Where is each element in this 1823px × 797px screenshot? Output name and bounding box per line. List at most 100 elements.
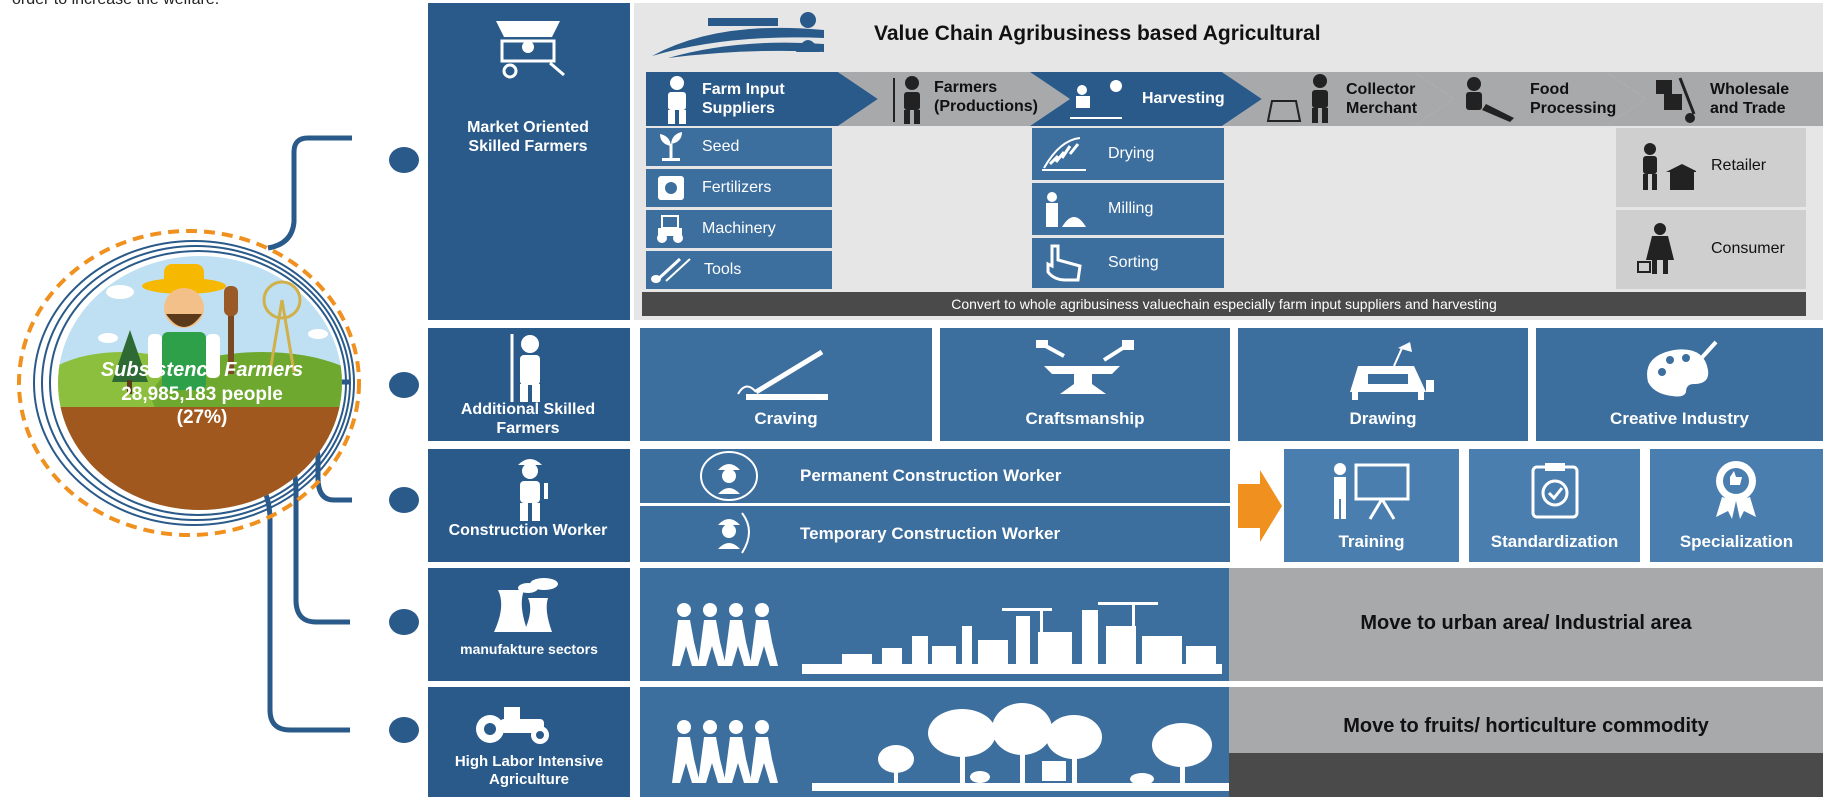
- machinery-icon: [657, 215, 683, 243]
- construction-temporary: Temporary Construction Worker: [640, 506, 1230, 562]
- skill-drawing-label: Drawing: [1349, 409, 1417, 428]
- connector-dot-market: [389, 147, 419, 173]
- retailer-icon: [1643, 143, 1696, 190]
- supplier-icon: [668, 76, 686, 124]
- category-additional-label: Additional Skilled Farmers: [460, 401, 596, 437]
- walking-people-icon: [672, 603, 778, 666]
- milling-icon: [1046, 192, 1086, 227]
- trade-consumer-label: Consumer: [1711, 240, 1785, 257]
- stage-farm-input: Farm Input Suppliers: [646, 72, 878, 126]
- manufacture-move: Move to urban area/ Industrial area: [1229, 568, 1823, 681]
- category-construction-label: Construction Worker: [448, 522, 608, 539]
- food-processing-icon: [1466, 77, 1514, 122]
- input-fertilizers-label: Fertilizers: [702, 179, 772, 196]
- skill-drawing: Drawing: [1238, 328, 1528, 441]
- hub-percent: (27%): [176, 407, 228, 428]
- input-machinery: Machinery: [646, 210, 832, 248]
- seedling-icon: [660, 132, 682, 161]
- manufacture-move-label: Move to urban area/ Industrial area: [1360, 612, 1692, 634]
- stage-harvesting-label: Harvesting: [1142, 90, 1225, 107]
- subsistence-farmers-hub: Subsistence Farmers 28,985,183 people (2…: [12, 222, 366, 544]
- connector-dot-labor: [389, 717, 419, 743]
- hardhat-worker-icon: [700, 451, 758, 501]
- trade-consumer: Consumer: [1616, 210, 1806, 289]
- labor-move-label: Move to fruits/ horticulture commodity: [1343, 715, 1709, 737]
- stage-harvesting: Harvesting: [1030, 72, 1262, 126]
- harvest-sorting: Sorting: [1032, 238, 1224, 288]
- step-training: Training: [1284, 449, 1459, 562]
- connector-dot-manufacture: [389, 609, 419, 635]
- construction-permanent-label: Permanent Construction Worker: [800, 466, 1062, 485]
- category-additional: Additional Skilled Farmers: [428, 328, 630, 441]
- trade-retailer: Retailer: [1616, 128, 1806, 207]
- tractor-icon: [476, 707, 549, 744]
- manufacture-urban-scene: [640, 568, 1229, 681]
- step-specialization-label: Specialization: [1679, 532, 1794, 551]
- city-skyline-icon: [802, 602, 1222, 674]
- carving-chisel-icon: [737, 349, 828, 400]
- skill-craftsmanship: Craftsmanship: [940, 328, 1230, 441]
- stage-farmers-label: Farmers (Productions): [934, 79, 1038, 115]
- hub-title: Subsistence Farmers: [100, 359, 304, 381]
- temporary-worker-icon: [718, 512, 750, 554]
- market-cart-icon: [496, 21, 565, 79]
- trade-retailer-label: Retailer: [1711, 157, 1767, 174]
- input-fertilizers: Fertilizers: [646, 169, 832, 207]
- harvest-sorting-label: Sorting: [1108, 254, 1159, 271]
- category-manufacture-label: manufakture sectors: [460, 641, 598, 657]
- stage-collector-label: Collector Merchant: [1346, 81, 1418, 117]
- stage-collector: Collector Merchant: [1222, 72, 1454, 126]
- farmer-pitchfork-icon: [893, 76, 920, 124]
- labor-orchard-scene: [640, 687, 1232, 797]
- hand-truck-icon: [1656, 77, 1696, 123]
- construction-worker-icon: [518, 459, 548, 521]
- intro-text-fragment: order to increase the welfare.: [12, 0, 219, 9]
- step-standardization-label: Standardization: [1490, 532, 1619, 551]
- skill-craving: Craving: [640, 328, 932, 441]
- drawing-table-icon: [1350, 342, 1434, 400]
- skill-craftsmanship-label: Craftsmanship: [1025, 409, 1145, 428]
- stage-farmers: Farmers (Productions): [838, 72, 1070, 126]
- anvil-icon: [1036, 340, 1134, 394]
- stage-food-processing-label: Food Processing: [1530, 81, 1617, 117]
- category-manufacture: manufakture sectors: [428, 568, 630, 681]
- category-labor: High Labor Intensive Agriculture: [428, 687, 630, 797]
- orchard-trees-icon: [812, 703, 1232, 791]
- farmland-icon: [652, 12, 824, 58]
- category-market-label: Market Oriented Skilled Farmers: [467, 119, 589, 155]
- hub-count: 28,985,183 people: [121, 384, 283, 405]
- input-machinery-label: Machinery: [702, 220, 776, 237]
- stage-food-processing: Food Processing: [1414, 72, 1646, 126]
- connector-lines: [259, 135, 419, 743]
- harvesting-icon: [1070, 80, 1122, 119]
- stage-wholesale-label: Wholesale and Trade: [1710, 81, 1790, 117]
- training-board-icon: [1334, 463, 1410, 520]
- input-tools: Tools: [646, 251, 832, 289]
- harvest-drying-label: Drying: [1108, 145, 1155, 162]
- fertilizer-icon: [658, 176, 684, 200]
- step-training-label: Training: [1338, 532, 1405, 551]
- category-market: Market Oriented Skilled Farmers: [428, 3, 630, 320]
- palette-icon: [1647, 340, 1718, 397]
- harvest-drying: Drying: [1032, 128, 1224, 180]
- clipboard-check-icon: [1531, 463, 1579, 519]
- category-construction: Construction Worker: [428, 449, 630, 562]
- category-labor-label: High Labor Intensive Agriculture: [454, 753, 604, 788]
- skill-creative-industry-label: Creative Industry: [1610, 409, 1749, 428]
- labor-move: Move to fruits/ horticulture commodity: [1229, 687, 1823, 753]
- drying-icon: [1042, 137, 1086, 171]
- farmer-icon: [510, 334, 540, 402]
- stage-wholesale: Wholesale and Trade: [1606, 72, 1823, 126]
- input-seed: Seed: [646, 128, 832, 166]
- input-seed-label: Seed: [702, 138, 740, 155]
- value-chain-title: Value Chain Agribusiness based Agricultu…: [874, 22, 1321, 45]
- skill-craving-label: Craving: [754, 409, 818, 428]
- sorting-hand-icon: [1046, 244, 1082, 282]
- arrow-right-icon: [1238, 470, 1282, 542]
- award-ribbon-icon: [1716, 461, 1756, 519]
- walking-people-icon: [672, 720, 778, 783]
- step-specialization: Specialization: [1650, 449, 1823, 562]
- connector-dot-additional: [389, 372, 419, 398]
- connector-dot-construction: [389, 487, 419, 513]
- value-chain-note: Convert to whole agribusiness valuechain…: [642, 292, 1806, 316]
